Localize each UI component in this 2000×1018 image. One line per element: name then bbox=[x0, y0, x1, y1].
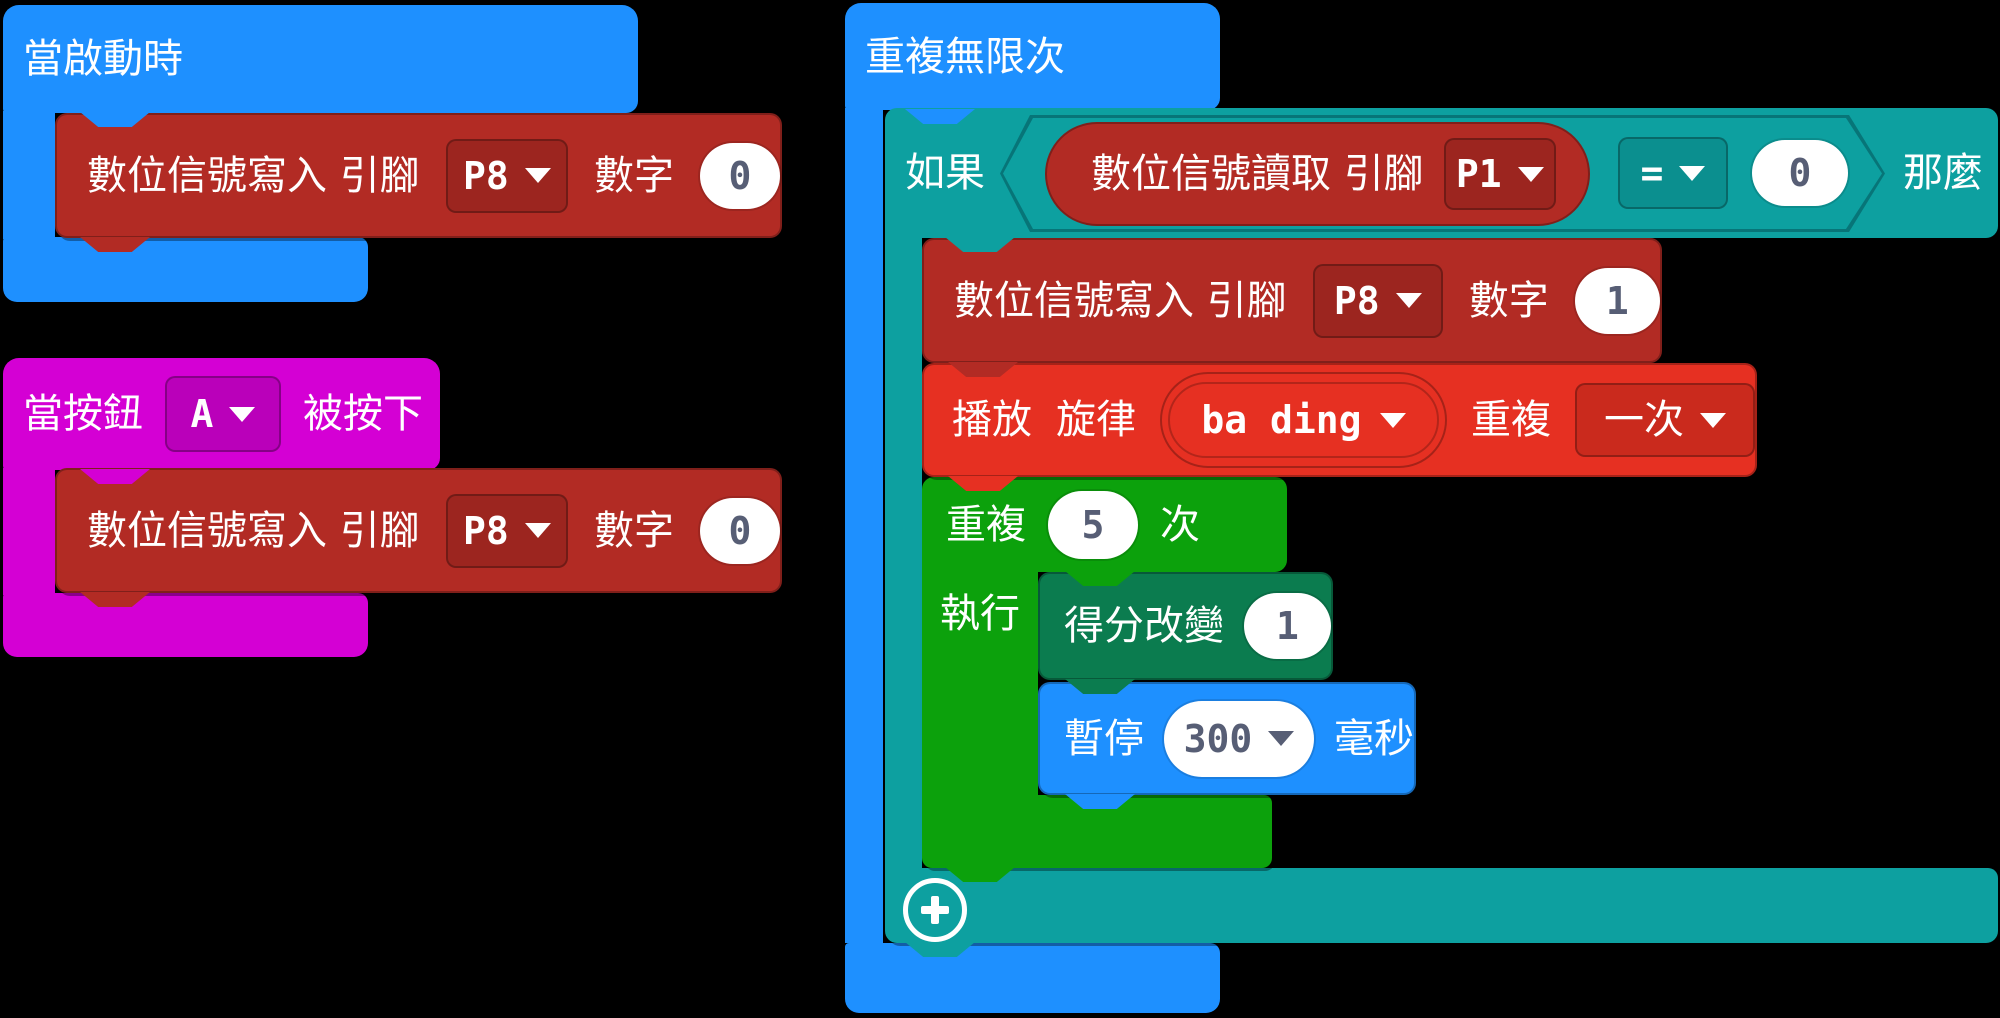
ms-label: 毫秒 bbox=[1334, 715, 1414, 762]
digital-write-block[interactable]: 數位信號寫入 引腳 P8 數字 0 bbox=[55, 113, 782, 238]
button-dropdown[interactable]: A bbox=[165, 376, 281, 452]
on-start-bump bbox=[80, 112, 150, 127]
digital-write-block[interactable]: 數位信號寫入 引腳 P8 數字 1 bbox=[922, 238, 1662, 363]
on-button-bump bbox=[80, 469, 150, 484]
digital-read-label: 數位信號讀取 引腳 bbox=[1091, 151, 1424, 197]
on-button-foot bbox=[3, 593, 368, 657]
operator-dropdown[interactable]: = bbox=[1618, 137, 1728, 209]
repeat-block[interactable]: 重複 5 次 bbox=[922, 477, 1287, 572]
number-input[interactable]: 0 bbox=[699, 497, 780, 564]
do-label: 執行 bbox=[940, 591, 1020, 637]
times-label: 次 bbox=[1160, 501, 1200, 548]
chevron-down-icon bbox=[229, 406, 256, 422]
digital-read-block[interactable]: 數位信號讀取 引腳 P1 bbox=[1045, 122, 1590, 226]
digital-write-label: 數位信號寫入 引腳 bbox=[954, 277, 1287, 324]
change-score-block[interactable]: 得分改變 1 bbox=[1038, 572, 1333, 680]
play-label: 播放 bbox=[952, 397, 1032, 443]
chevron-down-icon bbox=[1379, 412, 1406, 428]
plus-icon[interactable] bbox=[903, 878, 967, 942]
block-bump bbox=[948, 362, 1018, 377]
play-melody-block[interactable]: 播放 旋律 ba ding 重複 一次 bbox=[922, 363, 1757, 477]
chevron-down-icon bbox=[524, 168, 551, 183]
block-bump bbox=[80, 237, 150, 252]
forever-label: 重複無限次 bbox=[865, 33, 1065, 80]
pin-dropdown[interactable]: P8 bbox=[445, 138, 568, 213]
number-input[interactable]: 0 bbox=[699, 142, 780, 209]
melody-slot: ba ding bbox=[1160, 372, 1447, 468]
chevron-down-icon bbox=[1268, 731, 1295, 746]
chevron-down-icon bbox=[1517, 166, 1544, 182]
digital-write-label: 數位信號寫入 引腳 bbox=[87, 507, 420, 554]
block-bump bbox=[948, 476, 1018, 491]
number-label: 數字 bbox=[593, 152, 674, 199]
repeat-label: 重複 bbox=[946, 501, 1026, 548]
forever-spine bbox=[845, 108, 883, 943]
block-bump bbox=[1065, 679, 1135, 694]
change-score-label: 得分改變 bbox=[1064, 603, 1224, 649]
if-foot bbox=[885, 868, 1998, 943]
repeat-count-input[interactable]: 5 bbox=[1048, 490, 1138, 559]
pin-dropdown[interactable]: P8 bbox=[1312, 263, 1443, 338]
if-spine bbox=[885, 238, 922, 868]
digital-write-block[interactable]: 數位信號寫入 引腳 P8 數字 0 bbox=[55, 468, 782, 593]
pause-label: 暫停 bbox=[1064, 715, 1144, 762]
if-label: 如果 bbox=[905, 150, 985, 196]
chevron-down-icon bbox=[524, 523, 551, 538]
pause-duration-dropdown[interactable]: 300 bbox=[1164, 700, 1314, 777]
chevron-down-icon bbox=[1699, 412, 1726, 428]
melody-label: 旋律 bbox=[1056, 397, 1136, 443]
on-button-pressed-label: 被按下 bbox=[303, 391, 423, 437]
digital-write-label: 數位信號寫入 引腳 bbox=[87, 152, 420, 199]
block-bump bbox=[1065, 794, 1135, 809]
melody-repeat-dropdown[interactable]: 一次 bbox=[1574, 383, 1755, 457]
forever-foot bbox=[845, 943, 1220, 1013]
repeat-spine: 執行 bbox=[922, 572, 1038, 795]
forever-bump bbox=[905, 109, 975, 124]
score-value-input[interactable]: 1 bbox=[1244, 593, 1331, 659]
on-button-pressed-block[interactable]: 當按鈕 A 被按下 bbox=[3, 358, 440, 470]
melody-dropdown[interactable]: ba ding bbox=[1167, 382, 1439, 458]
number-label: 數字 bbox=[1468, 277, 1549, 324]
then-label: 那麼 bbox=[1903, 150, 1983, 196]
on-button-spine bbox=[3, 468, 55, 595]
pause-block[interactable]: 暫停 300 毫秒 bbox=[1038, 682, 1416, 795]
comparison-value-input[interactable]: 0 bbox=[1752, 140, 1848, 206]
if-foot-bump bbox=[905, 942, 975, 957]
number-input[interactable]: 1 bbox=[1574, 267, 1660, 334]
repeat-bump bbox=[1065, 571, 1135, 586]
on-start-block[interactable]: 當啟動時 bbox=[3, 5, 638, 113]
forever-block[interactable]: 重複無限次 bbox=[845, 3, 1220, 110]
chevron-down-icon bbox=[1395, 293, 1422, 308]
pin-dropdown[interactable]: P1 bbox=[1443, 138, 1556, 210]
chevron-down-icon bbox=[1679, 165, 1706, 181]
on-start-label: 當啟動時 bbox=[23, 36, 183, 82]
on-start-foot bbox=[3, 237, 368, 302]
pin-dropdown[interactable]: P8 bbox=[445, 493, 568, 568]
on-button-when-label: 當按鈕 bbox=[23, 391, 143, 437]
number-label: 數字 bbox=[593, 507, 674, 554]
repeat-foot-bump bbox=[945, 867, 1015, 882]
if-bump bbox=[945, 237, 1015, 252]
block-bump bbox=[80, 592, 150, 607]
repeat-label: 重複 bbox=[1470, 397, 1551, 443]
on-start-spine bbox=[3, 111, 55, 239]
